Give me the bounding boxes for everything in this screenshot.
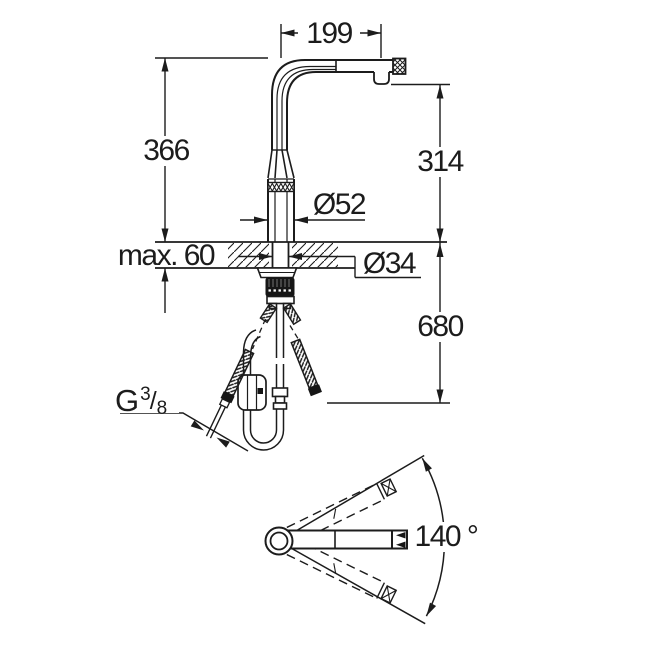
swivel-boundary-upper (288, 454, 425, 536)
mounting-nut (265, 277, 295, 297)
plan-view (264, 454, 446, 625)
hose-coupling-neck (274, 395, 286, 404)
taper-sides (267, 149, 295, 179)
arrow-366-top (161, 58, 169, 72)
swivel-boundary-lower (288, 546, 426, 625)
thread-prefix: G (115, 383, 140, 418)
supply-thread-tail (205, 404, 226, 439)
arrow-314-top (436, 85, 444, 99)
arrow-g38-b (216, 437, 230, 448)
under-counter-assembly (205, 267, 322, 451)
mounting-bracket (266, 295, 295, 305)
dim-label-supply-thread: G3/8 (115, 384, 179, 418)
arrow-314-bottom (436, 228, 444, 242)
arrow-680-top (436, 243, 444, 257)
plan-cap-mark-lower (396, 541, 406, 548)
dim-label-deck-thickness: max. 60 (117, 239, 216, 272)
hose-weight-box-lines (246, 375, 258, 410)
hose-weight-box (237, 374, 267, 411)
counter-section (155, 241, 447, 269)
plan-cap-mark-upper (396, 532, 406, 539)
hose-coupling-lower (272, 402, 288, 410)
pullout-hose-lower (275, 409, 285, 430)
inner-tube-line-1 (276, 65, 336, 150)
control-band-zigzag-1 (267, 182, 295, 193)
faucet-front-view (267, 57, 407, 268)
supply-stub-left (259, 302, 278, 324)
hose-coupling-nut (271, 387, 289, 398)
arrow-max60-up (161, 268, 169, 282)
thread-slash: / (149, 387, 157, 415)
hose-loop-bottom-outer (242, 429, 285, 451)
supply-hose-right (290, 338, 322, 397)
arrow-dia52-right (294, 216, 308, 224)
arrow-199-left (281, 29, 295, 37)
hose-weight-box-clip (257, 388, 263, 394)
outlet-nub (373, 72, 390, 85)
ext-lines-199 (280, 24, 382, 58)
supply-hose-left (205, 348, 255, 439)
thread-denominator: 8 (156, 398, 168, 419)
spray-end-cap (392, 57, 407, 75)
arrow-680-bottom (436, 389, 444, 403)
thread-numerator: 3 (140, 384, 151, 405)
supply-stub-right (282, 302, 302, 326)
dim-label-spout-height: 366 (137, 136, 195, 166)
plan-base-inner-circle (269, 531, 289, 551)
plan-spout (279, 529, 393, 550)
arrow-199-right (367, 29, 381, 37)
arrow-366-bottom (161, 228, 169, 242)
arrow-arc-top (422, 458, 432, 472)
hose-dashed-link-left (251, 318, 267, 350)
dim-label-spout-projection: 199 (298, 19, 360, 49)
arrow-g38-a (190, 420, 204, 431)
spout-inner-profile (286, 71, 374, 150)
dim-label-swivel-angle: 140 ° (412, 522, 480, 552)
hose-dashed-link-right (289, 325, 301, 342)
inner-tube-line-2 (281, 68, 336, 150)
dim-label-hole-diameter: Ø34 (359, 249, 419, 279)
arrowheads (161, 29, 444, 617)
arrow-dia34-right (288, 253, 302, 260)
pullout-hose-upper (275, 308, 285, 388)
control-band-zigzag-2 (267, 182, 295, 193)
hose-loop-bottom-inner (249, 429, 278, 444)
mounting-nut-knurl (268, 279, 290, 287)
arrow-dia34-left (259, 253, 273, 260)
arrow-dia52-left (254, 216, 268, 224)
leader-dia34 (238, 255, 421, 279)
leader-g38 (120, 412, 249, 452)
dim-label-body-diameter: Ø52 (309, 190, 369, 220)
spout-outer-profile (271, 59, 393, 150)
dimension-lines (120, 24, 450, 452)
arrow-arc-bottom (426, 602, 437, 617)
dim-label-hose-drop: 680 (411, 312, 469, 342)
dim-label-outlet-clearance: 314 (411, 147, 469, 177)
mounting-shank (271, 242, 290, 268)
